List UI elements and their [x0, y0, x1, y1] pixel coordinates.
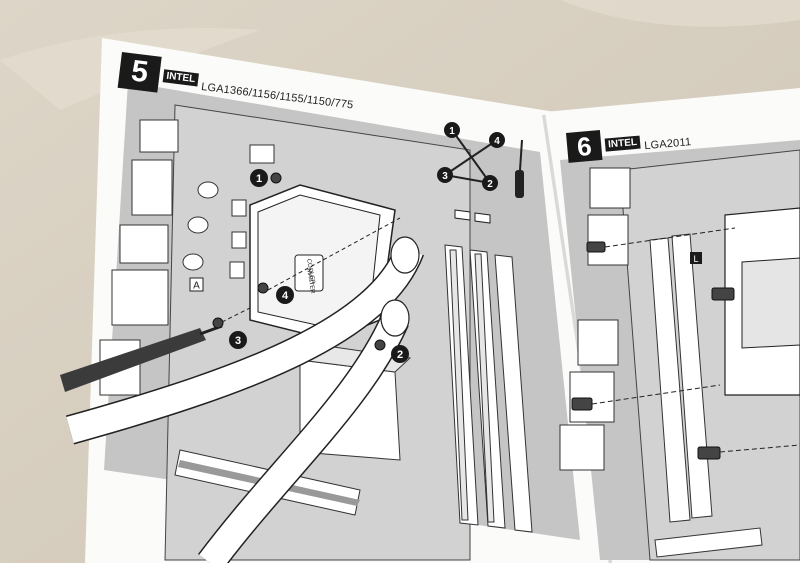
callout-4: 4	[276, 286, 294, 304]
callout-3: 3	[229, 331, 247, 349]
svg-text:A: A	[193, 281, 200, 292]
svg-text:3: 3	[442, 171, 448, 182]
step-number: 5	[117, 52, 162, 93]
brand-label: INTEL	[604, 135, 641, 152]
svg-text:2: 2	[397, 349, 403, 361]
svg-text:1: 1	[256, 173, 262, 185]
callout-2: 2	[391, 345, 409, 363]
io-ports	[99, 119, 179, 396]
fabric-fold	[560, 0, 800, 27]
svg-text:3: 3	[235, 335, 241, 347]
ram-slots	[444, 244, 533, 533]
capacitors	[182, 181, 219, 271]
svg-text:4: 4	[282, 290, 289, 302]
logo-line-1: COOLER	[305, 258, 315, 285]
svg-text:4: 4	[494, 136, 500, 147]
screwdriver-icon	[515, 139, 524, 198]
logo-line-2: MASTER	[305, 268, 315, 294]
socket-label: LGA2011	[643, 136, 692, 153]
tightening-order-diagram: 1 4 3 2	[437, 122, 505, 191]
svg-text:2: 2	[487, 179, 493, 190]
step-number: 6	[566, 130, 603, 163]
svg-text:1: 1	[449, 126, 455, 137]
marker-l: L	[690, 252, 702, 264]
right-page: L	[542, 88, 800, 563]
marker-a: A	[189, 277, 204, 292]
callout-1: 1	[250, 169, 268, 187]
svg-text:L: L	[693, 254, 698, 264]
brand-label: INTEL	[162, 68, 199, 86]
coolant-tubes	[65, 244, 425, 563]
left-page: COOLER MASTER	[60, 38, 615, 563]
